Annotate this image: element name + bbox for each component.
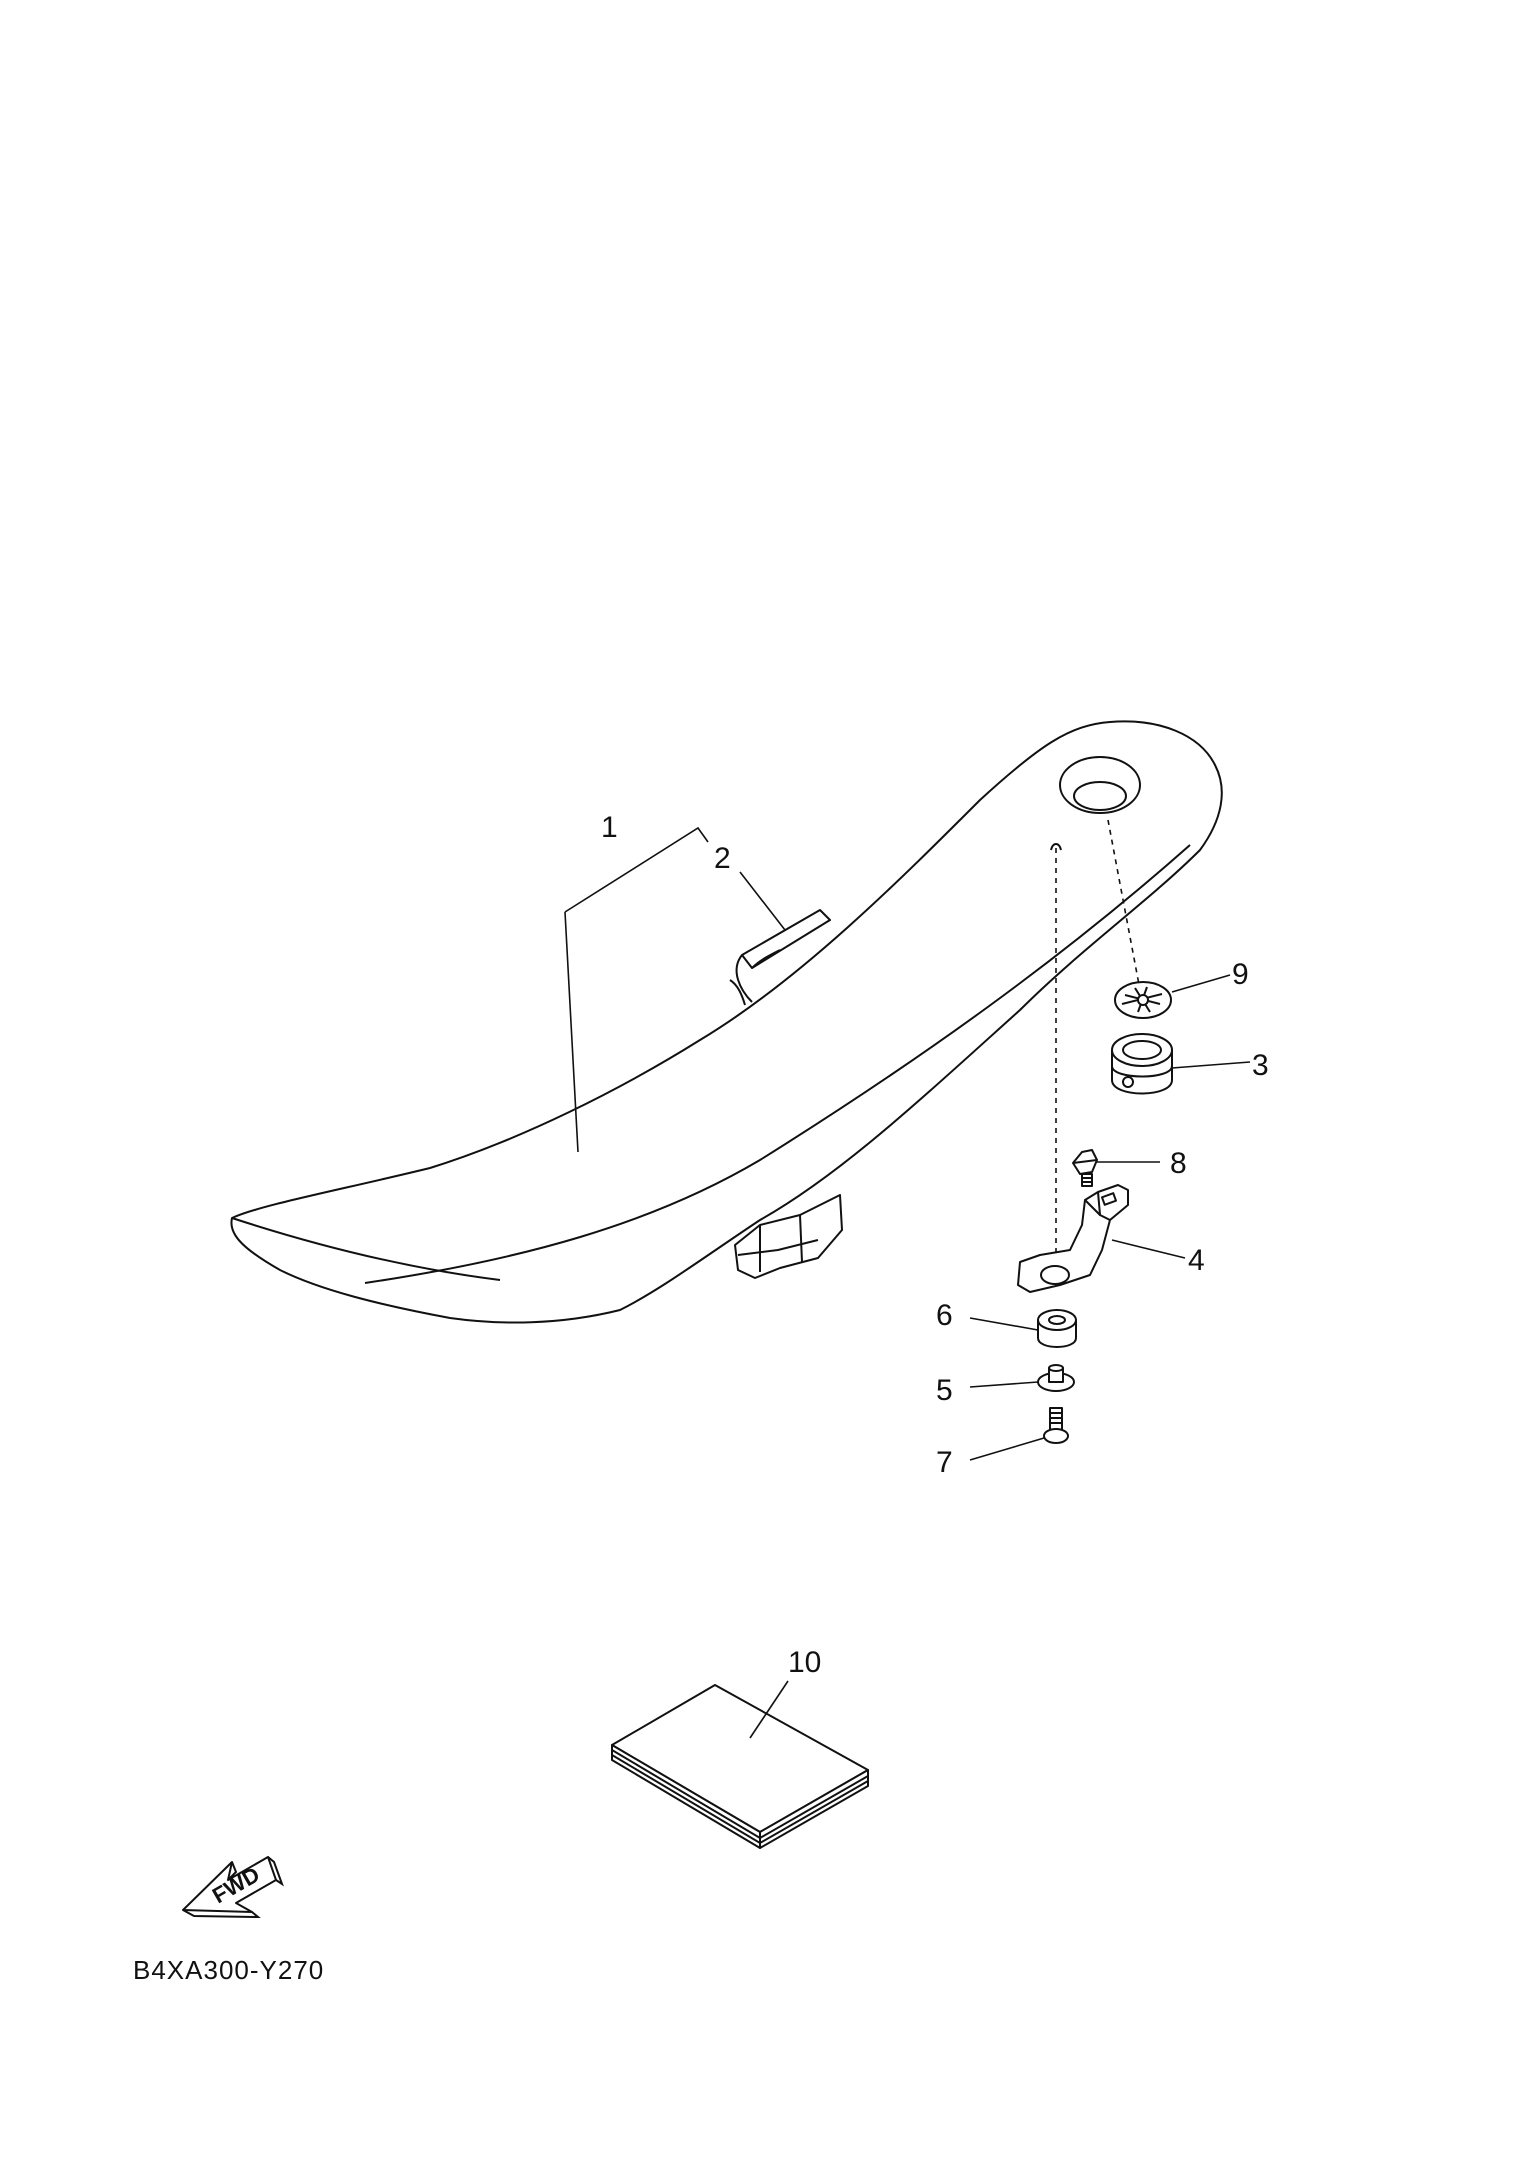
callout-7: 7 bbox=[936, 1446, 953, 1479]
collar bbox=[1037, 1364, 1075, 1392]
seat-strap bbox=[729, 909, 831, 1006]
assembly-line-cap bbox=[1107, 819, 1141, 991]
emblem-cap bbox=[1114, 981, 1172, 1019]
fwd-arrow-icon: FWD bbox=[182, 1856, 284, 1919]
callout-10: 10 bbox=[788, 1646, 821, 1679]
callout-5: 5 bbox=[936, 1374, 953, 1407]
seat-assembly bbox=[230, 720, 1223, 1324]
diagram-code: B4XA300-Y270 bbox=[133, 1955, 324, 1985]
callout-4: 4 bbox=[1188, 1244, 1205, 1277]
seat-bracket bbox=[1017, 1184, 1129, 1293]
callout-9: 9 bbox=[1232, 958, 1249, 991]
owners-manual bbox=[611, 1684, 869, 1849]
callout-3: 3 bbox=[1252, 1049, 1269, 1082]
grommet bbox=[1037, 1309, 1077, 1348]
flange-bolt bbox=[1072, 1149, 1098, 1187]
seat-under-bracket bbox=[734, 1194, 843, 1279]
callout-2: 2 bbox=[714, 842, 731, 875]
callout-6: 6 bbox=[936, 1299, 953, 1332]
screw bbox=[1043, 1407, 1069, 1444]
callout-1: 1 bbox=[601, 811, 618, 844]
seat-body bbox=[230, 720, 1223, 1324]
leader-lines bbox=[564, 826, 1251, 1739]
seat-damper bbox=[1111, 1033, 1173, 1095]
callout-8: 8 bbox=[1170, 1147, 1187, 1180]
